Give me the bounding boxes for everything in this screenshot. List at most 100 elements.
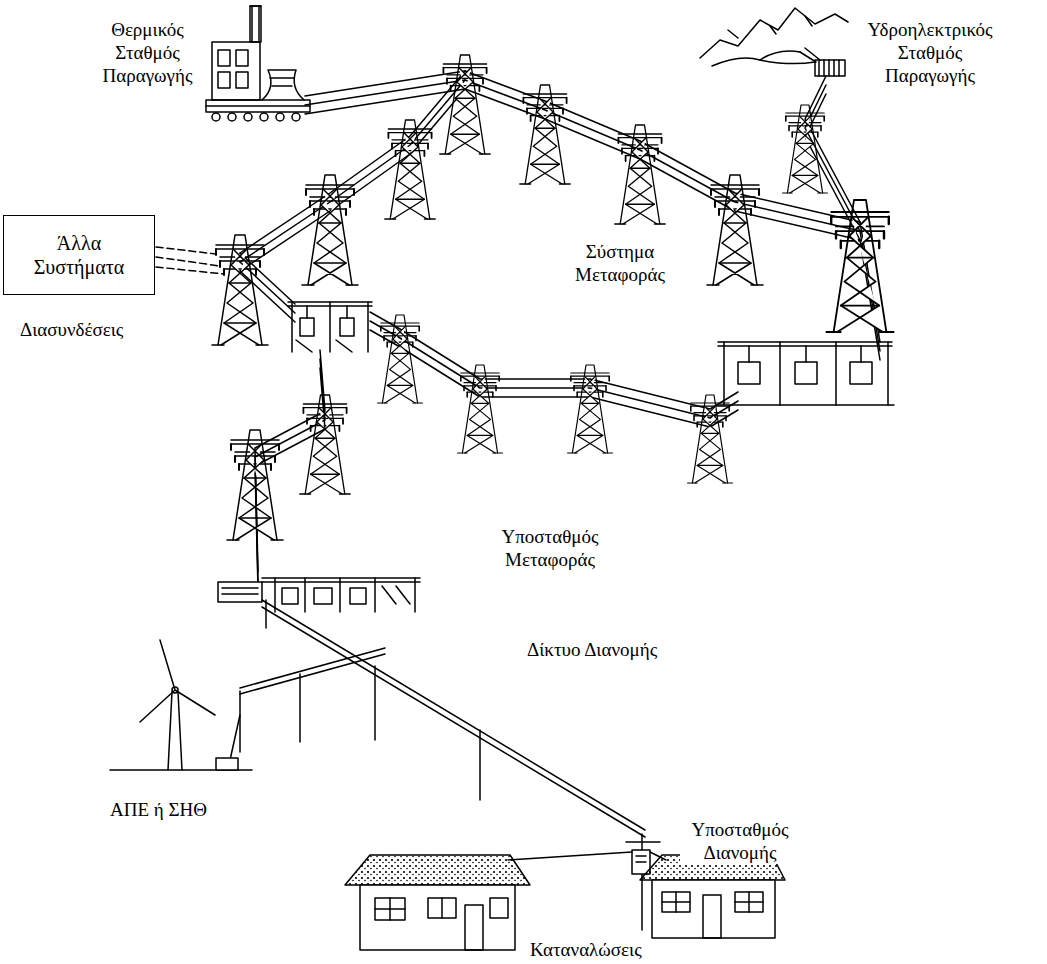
consumer-house <box>652 880 775 938</box>
distribution-substation <box>641 834 643 930</box>
system-box: Άλλα Συστήματα <box>3 215 155 295</box>
transmission-wires <box>240 80 880 581</box>
transmission-tower <box>688 395 733 483</box>
hydro-plant <box>819 60 839 76</box>
distribution-substation <box>508 834 666 930</box>
consumer-house <box>465 905 483 950</box>
hydro-plant <box>815 60 845 76</box>
box-text: Άλλα Συστήματα <box>20 231 138 279</box>
transmission-substation <box>222 588 258 594</box>
transmission-wires <box>370 312 738 409</box>
transmission-wires <box>305 71 860 222</box>
consumer-house <box>428 898 456 918</box>
substation <box>738 362 760 384</box>
transmission-tower <box>707 175 763 285</box>
consumer-house <box>360 885 515 950</box>
distribution-line <box>230 600 645 837</box>
part-label: Καταναλώσεις <box>528 938 644 961</box>
transmission-tower <box>378 315 423 403</box>
substation <box>288 302 372 352</box>
hydro-plant <box>700 8 848 58</box>
transmission-tower <box>826 200 893 332</box>
wind-turbine <box>110 640 252 770</box>
distribution-line <box>240 648 385 694</box>
thermal-plant <box>262 70 304 100</box>
wind-turbine <box>216 758 238 770</box>
thermal-plant <box>206 6 310 121</box>
transmission-tower <box>302 175 358 285</box>
substation <box>716 342 894 405</box>
interconnection-lines <box>156 267 224 274</box>
substation <box>340 318 354 336</box>
interconnection-lines <box>156 257 220 266</box>
transmission-tower <box>300 395 350 494</box>
consumer-house <box>735 892 763 912</box>
transmission-substation <box>350 588 366 604</box>
consumer-house <box>662 892 690 912</box>
thermal-plant <box>250 6 261 42</box>
distribution-line <box>239 691 241 752</box>
substation <box>292 302 368 352</box>
part-label: Σύστημα Μεταφοράς <box>555 240 685 286</box>
thermal-plant <box>212 42 260 100</box>
transmission-substation <box>218 578 420 612</box>
hydro-plant <box>700 8 848 76</box>
transmission-substation <box>314 588 332 604</box>
hydro-plant <box>800 48 820 62</box>
transmission-substation <box>275 578 415 612</box>
consumer-house <box>490 898 508 918</box>
thermal-plant <box>260 113 268 121</box>
distribution-line <box>479 730 481 800</box>
interconnection-lines <box>156 247 216 254</box>
hydro-plant <box>760 60 815 64</box>
thermal-plant <box>206 105 310 107</box>
part-label: Υδροηλεκτρικός Σταθμός Παραγωγής <box>850 18 1010 87</box>
transmission-tower <box>227 430 283 540</box>
thermal-plant <box>212 113 220 121</box>
consumer-house <box>735 892 763 912</box>
interconnection-lines <box>156 247 224 274</box>
transmission-substation <box>382 586 410 604</box>
part-label: Διασυνδέσεις <box>18 318 125 341</box>
distribution-substation <box>636 856 646 862</box>
transmission-tower <box>520 85 570 184</box>
consumer-house <box>345 855 530 950</box>
wind-turbine <box>140 640 215 722</box>
thermal-plant <box>276 113 284 121</box>
thermal-plant <box>218 50 248 88</box>
hydro-plant <box>728 16 812 38</box>
thermal-plant <box>250 6 261 42</box>
distribution-line <box>299 674 301 742</box>
thermal-plant <box>270 78 294 86</box>
distribution-substation <box>626 841 660 843</box>
substation <box>795 362 817 384</box>
part-label: Υποσταθμός Μεταφοράς <box>490 525 610 571</box>
substation <box>296 306 352 352</box>
thermal-plant <box>228 113 236 121</box>
transmission-tower <box>385 120 435 219</box>
transmission-tower <box>440 55 490 154</box>
consumer-house <box>375 898 405 920</box>
transmission-substation <box>282 588 298 604</box>
consumer-house <box>703 895 721 938</box>
substation <box>850 362 872 384</box>
distribution-substation <box>632 850 650 874</box>
transmission-wires <box>240 71 880 572</box>
consumer-house <box>662 892 690 912</box>
part-label: Υποσταθμός Διανομής <box>680 818 800 864</box>
thermal-plant <box>244 113 252 121</box>
transmission-substation <box>262 578 420 582</box>
distribution-substation <box>508 852 666 860</box>
transmission-tower <box>783 105 828 193</box>
distribution-line <box>230 715 240 760</box>
part-label: Δίκτυο Διανομής <box>525 638 659 661</box>
transmission-tower <box>615 125 665 224</box>
substation <box>718 342 892 346</box>
distribution-line <box>265 600 267 628</box>
consumer-house <box>640 855 785 938</box>
thermal-plant <box>206 100 310 112</box>
transmission-tower <box>568 365 613 453</box>
distribution-line <box>374 666 376 740</box>
transmission-wires <box>805 76 860 222</box>
